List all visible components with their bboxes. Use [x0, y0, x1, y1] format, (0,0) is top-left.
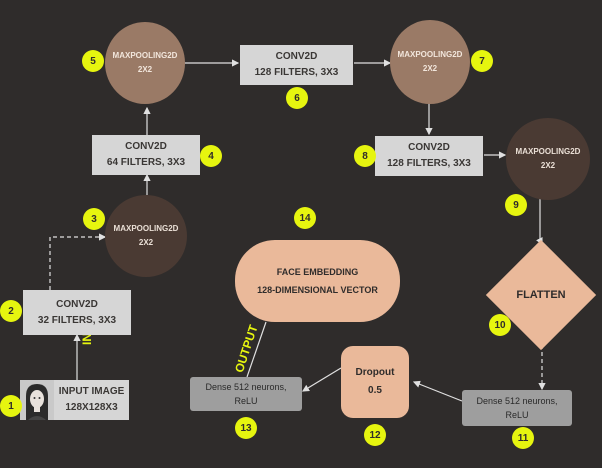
dense-512-right-box: Dense 512 neurons, ReLU	[462, 390, 572, 426]
conv2d-64-box: CONV2D 64 FILTERS, 3X3	[92, 135, 200, 175]
conv4-title: CONV2D	[408, 142, 450, 153]
line-dense2-embedding	[246, 321, 267, 378]
conv2-title: CONV2D	[125, 141, 167, 152]
dense2-title: Dense 512 neurons,	[205, 382, 287, 392]
conv2-detail: 64 FILTERS, 3X3	[106, 157, 186, 168]
conv2d-32-box: CONV2D 32 FILTERS, 3X3	[23, 290, 131, 335]
conv4-detail: 128 FILTERS, 3X3	[387, 158, 471, 169]
dense1-activation: ReLU	[505, 410, 529, 420]
pool3-size: 2X2	[422, 64, 438, 73]
step-badge-8: 8	[354, 145, 376, 167]
dropout-rate: 0.5	[368, 385, 382, 396]
input-title: INPUT IMAGE	[58, 386, 125, 397]
step-badge-7: 7	[471, 50, 493, 72]
conv3-title: CONV2D	[275, 51, 318, 62]
step-badge-12: 12	[364, 424, 386, 446]
arrow-conv1-pool1	[49, 233, 107, 290]
embedding-detail: 128-DIMENSIONAL VECTOR	[257, 285, 378, 295]
face-photo-icon	[20, 380, 54, 420]
step-badge-11: 11	[512, 427, 534, 449]
conv2d-128-b-box: CONV2D 128 FILTERS, 3X3	[375, 136, 483, 176]
step-badge-13: 13	[235, 417, 257, 439]
conv1-detail: 32 FILTERS, 3X3	[37, 314, 117, 326]
step-badge-10: 10	[489, 314, 511, 336]
conv2d-128-a-box: CONV2D 128 FILTERS, 3X3	[240, 45, 353, 85]
pool4-title: MAXPOOLING2D	[515, 147, 581, 156]
dense1-title: Dense 512 neurons,	[476, 396, 558, 406]
maxpooling-1-circle: MAXPOOLING2D 2X2	[105, 195, 187, 277]
maxpooling-3-circle: MAXPOOLING2D 2X2	[390, 20, 470, 104]
pool1-title: MAXPOOLING2D	[113, 224, 179, 233]
step-badge-3: 3	[83, 208, 105, 230]
flatten-label: FLATTEN	[516, 289, 566, 301]
pool3-title: MAXPOOLING2D	[397, 50, 463, 59]
conv3-detail: 128 FILTERS, 3X3	[254, 67, 339, 78]
step-badge-9: 9	[505, 194, 527, 216]
embedding-title: FACE EMBEDDING	[276, 267, 359, 277]
arrow-dense1-dropout	[412, 380, 463, 402]
dropout-title: Dropout	[355, 367, 395, 378]
maxpooling-2-circle: MAXPOOLING2D 2X2	[105, 22, 185, 104]
input-image-box: INPUT IMAGE 128X128X3	[20, 380, 129, 420]
arrow-pool4-flatten	[536, 198, 543, 246]
pool4-size: 2X2	[540, 161, 556, 170]
maxpooling-4-circle: MAXPOOLING2D 2X2	[506, 118, 590, 200]
pool2-size: 2X2	[137, 65, 153, 74]
arrow-dropout-dense2	[301, 367, 342, 392]
face-embedding-box: FACE EMBEDDING 128-DIMENSIONAL VECTOR	[235, 240, 400, 322]
pool2-title: MAXPOOLING2D	[112, 51, 178, 60]
step-badge-14: 14	[294, 207, 316, 229]
dense2-activation: ReLU	[234, 396, 258, 406]
step-badge-2: 2	[0, 300, 22, 322]
dropout-box: Dropout 0.5	[341, 346, 409, 418]
pool1-size: 2X2	[138, 238, 154, 247]
step-badge-1: 1	[0, 395, 22, 417]
step-badge-5: 5	[82, 50, 104, 72]
conv1-title: CONV2D	[56, 298, 98, 310]
dense-512-left-box: Dense 512 neurons, ReLU	[190, 377, 302, 411]
input-shape: 128X128X3	[65, 402, 118, 413]
step-badge-4: 4	[200, 145, 222, 167]
step-badge-6: 6	[286, 87, 308, 109]
